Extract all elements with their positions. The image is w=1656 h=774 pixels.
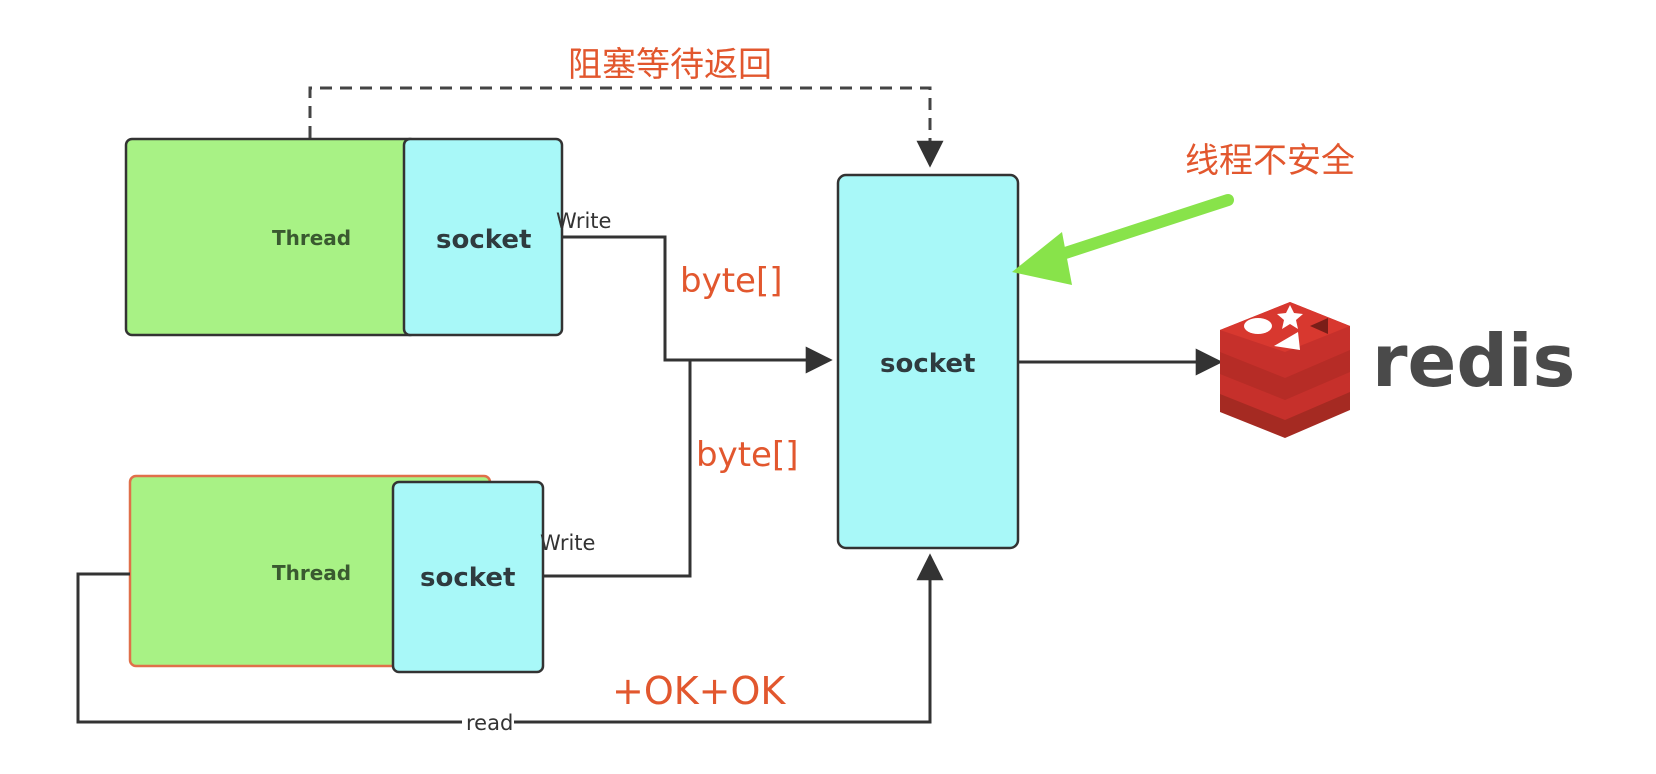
response-label: +OK+OK	[612, 669, 786, 713]
socket-label-top: socket	[436, 225, 531, 255]
thread-group-top: Thread socket	[124, 137, 564, 337]
read-label-bg	[462, 712, 514, 732]
redis-wordmark: redis	[1372, 319, 1575, 403]
blocking-wait-label: 阻塞等待返回	[568, 45, 772, 85]
write-connector-top	[562, 235, 833, 374]
read-connector	[76, 553, 944, 724]
thread-unsafe-label: 线程不安全	[1185, 141, 1355, 181]
thread-group-bottom: Thread socket	[128, 474, 545, 674]
thread-box-top	[124, 137, 418, 337]
thread-label-top: Thread	[272, 226, 351, 250]
blocking-wait-connector	[308, 86, 944, 168]
read-label: read	[466, 711, 513, 735]
write-label-bottom: Write	[540, 531, 595, 555]
green-arrow-icon	[1012, 194, 1234, 285]
shared-socket-label: socket	[880, 349, 975, 379]
write-label-top: Write	[556, 209, 611, 233]
payload-label-top: byte[]	[680, 261, 782, 301]
redis-logo-icon	[1220, 302, 1350, 438]
socket-label-bottom: socket	[420, 563, 515, 593]
write-connector-bottom	[543, 360, 692, 578]
payload-label-bottom: byte[]	[696, 435, 798, 475]
thread-label-bottom: Thread	[272, 561, 351, 585]
